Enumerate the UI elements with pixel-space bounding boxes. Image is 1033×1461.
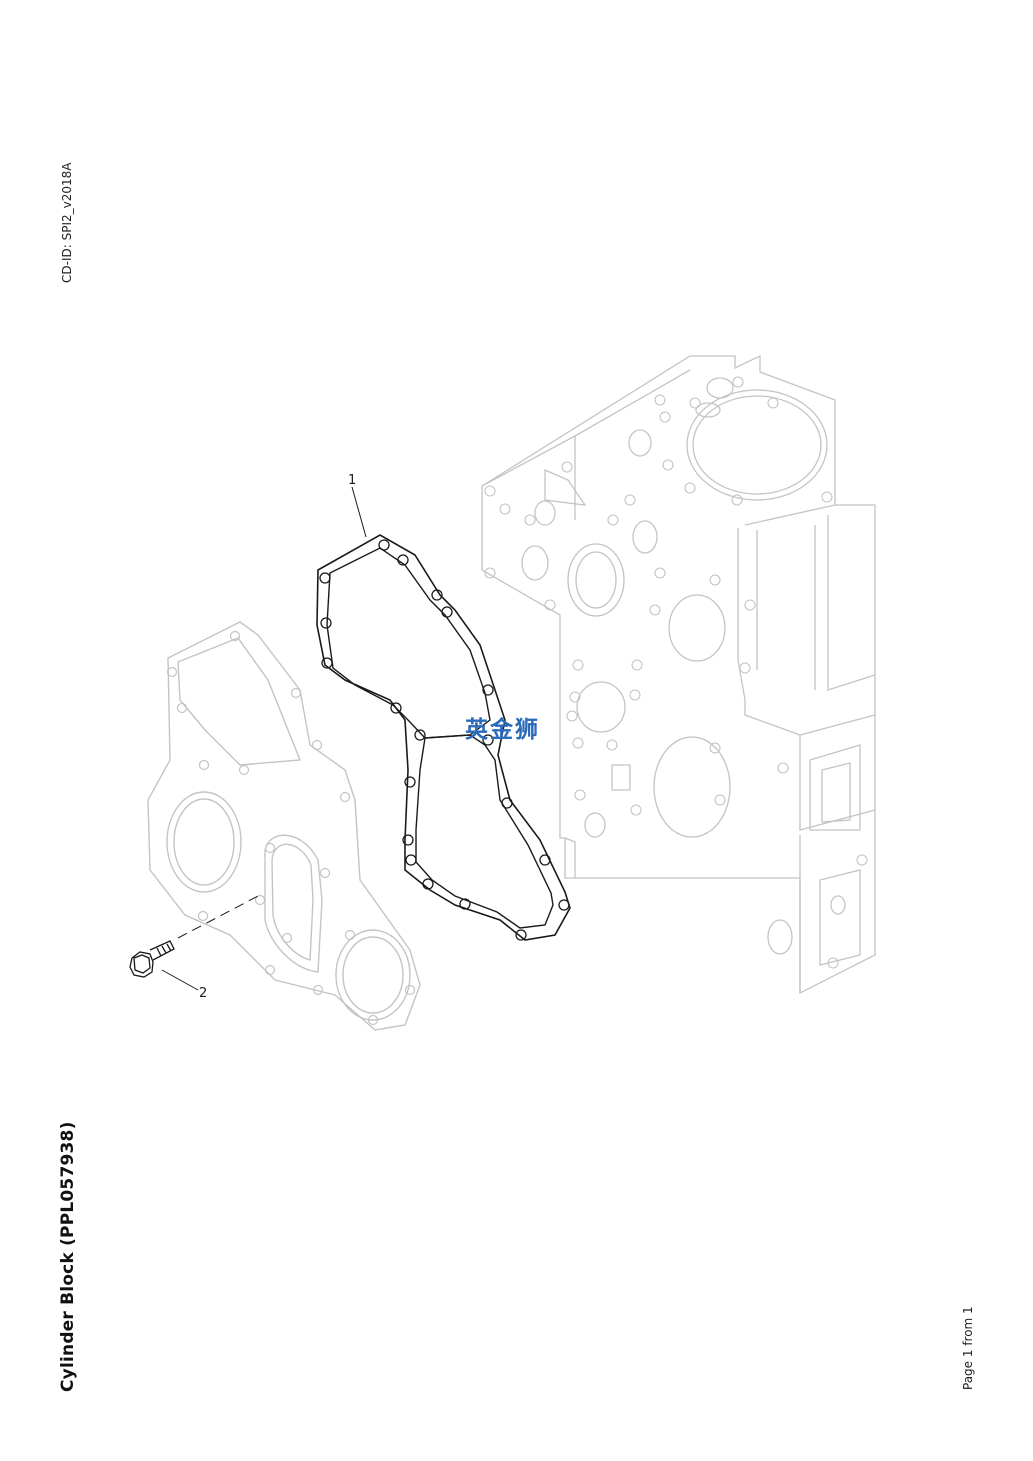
cylinder-block-drawing	[481, 354, 876, 995]
timing-case-gasket	[316, 486, 571, 941]
bolt-drawing	[129, 894, 261, 991]
timing-case-drawing	[147, 621, 421, 1031]
callout-1: 1	[348, 473, 356, 488]
watermark-text: 英金狮	[465, 716, 540, 743]
callout-2: 2	[199, 986, 207, 1001]
